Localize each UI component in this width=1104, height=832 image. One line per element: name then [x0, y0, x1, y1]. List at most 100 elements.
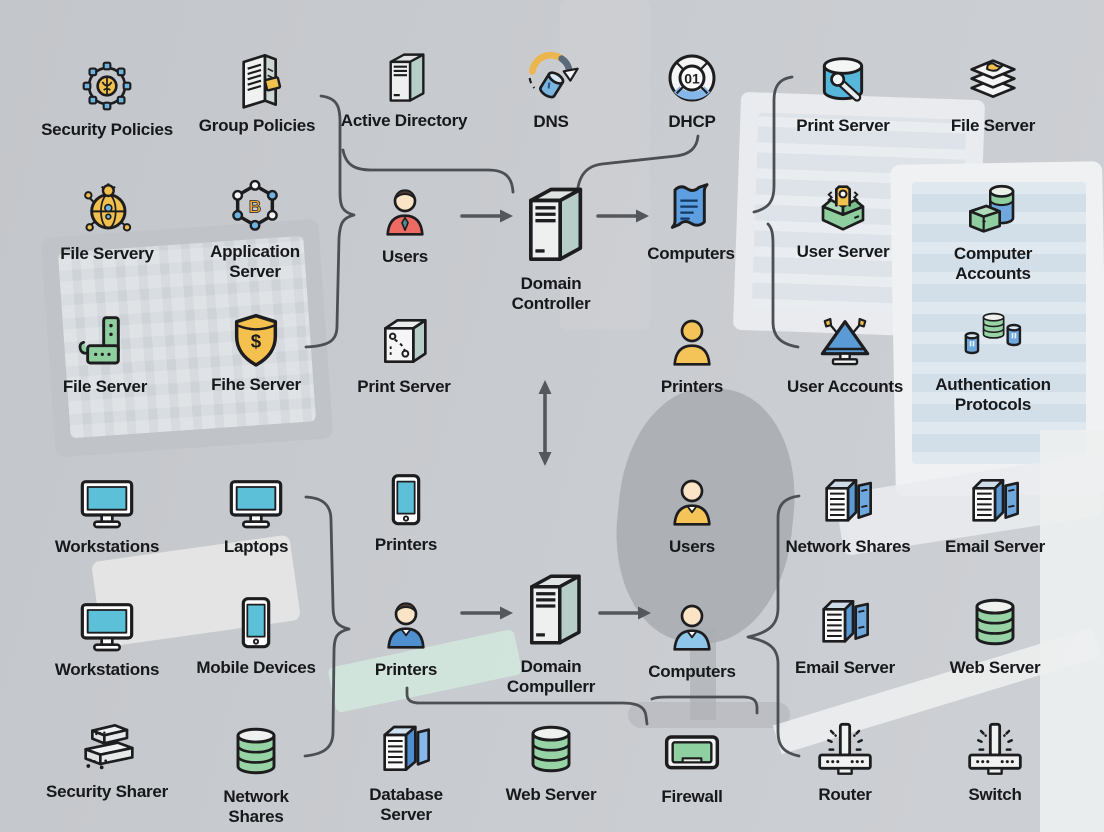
hex-network-icon: B	[223, 176, 287, 240]
node-firewall: Firewall	[597, 721, 787, 807]
node-label: Switch	[968, 785, 1022, 804]
server-tower-icon	[507, 184, 595, 272]
node-label: File Server	[950, 116, 1036, 135]
node-switch: Switch	[900, 719, 1090, 805]
node-label: DHCP	[668, 112, 716, 131]
appliance-stack-icon	[75, 716, 139, 780]
node-label: Database Server	[369, 785, 443, 825]
router-icon	[963, 719, 1027, 783]
cylinder-magnifier-icon	[811, 50, 875, 114]
globe-network-icon	[75, 178, 139, 242]
person-yellow-icon	[660, 311, 724, 375]
rack-pair-icon	[816, 471, 880, 535]
node-label: DNS	[533, 112, 569, 131]
connector-ad-to-dc	[341, 148, 515, 194]
smartphone-icon	[224, 592, 288, 656]
node-email-server-1: Email Server	[900, 471, 1090, 557]
node-label: Fihe Server	[211, 375, 301, 394]
node-label: Users	[668, 537, 715, 556]
auth-cylinders-icon	[961, 309, 1025, 373]
node-label: File Server	[62, 377, 148, 396]
node-computers-1: Computers	[596, 178, 786, 264]
box-cylinder-icon	[961, 178, 1025, 242]
green-db-icon	[519, 719, 583, 783]
node-label: Users	[381, 247, 428, 266]
node-label: Domain Controller	[511, 274, 591, 314]
svg-text:B: B	[249, 197, 262, 217]
node-label: Print Server	[357, 377, 451, 396]
node-active-directory: Active Directory	[309, 51, 499, 131]
server-tower-icon	[509, 571, 593, 655]
server-tower-icon	[375, 51, 433, 109]
rack-pair-icon	[813, 592, 877, 656]
node-label: Printers	[374, 535, 438, 554]
node-label: Network Shares	[785, 537, 911, 556]
node-label: Printers	[660, 377, 724, 396]
scroll-doc-icon	[659, 178, 723, 242]
node-printers-2: Printers	[311, 469, 501, 555]
node-label: Print Server	[796, 116, 890, 135]
cube-path-icon	[372, 311, 436, 375]
box-badge-icon	[811, 176, 875, 240]
node-label: User Server	[796, 242, 890, 261]
node-label: Authentication Protocols	[935, 375, 1051, 415]
triangle-flags-icon	[813, 311, 877, 375]
node-database-server: Database Server	[311, 719, 501, 826]
node-label: File Servery	[60, 244, 154, 263]
db-box-icon	[374, 719, 438, 783]
person-yellow-shirt-icon	[660, 471, 724, 535]
node-network-shares-2: Network Shares	[161, 721, 351, 828]
node-label: Laptops	[223, 537, 289, 556]
node-label: User Accounts	[786, 377, 904, 396]
node-label: Web Server	[505, 785, 597, 804]
green-db-icon	[963, 592, 1027, 656]
person-lightblue-icon	[660, 596, 724, 660]
node-label: Security Policies	[41, 120, 173, 139]
ring-nodes-icon	[75, 54, 139, 118]
svg-text:$: $	[251, 331, 262, 352]
doc-stack-icon	[225, 50, 289, 114]
monitor-icon	[75, 594, 139, 658]
node-label: Workstations	[54, 660, 160, 679]
node-label: Firewall	[661, 787, 723, 806]
node-label: Workstations	[54, 537, 160, 556]
node-label: Computer Accounts	[953, 244, 1033, 284]
arrowhead	[538, 452, 552, 466]
node-label: Mobile Devices	[196, 658, 316, 677]
node-label: Active Directory	[340, 111, 468, 130]
person-red-icon	[373, 181, 437, 245]
node-web-server-1: Web Server	[900, 592, 1090, 678]
node-label: Security Sharer	[46, 782, 168, 801]
node-computer-accounts: Computer Accounts	[898, 178, 1088, 285]
node-users-1: Users	[310, 181, 500, 267]
layer-stack-icon	[961, 50, 1025, 114]
arrowhead	[538, 380, 552, 394]
node-print-server-2: Print Server	[309, 311, 499, 397]
node-label: Network Shares	[223, 787, 289, 827]
node-label: Email Server	[944, 537, 1045, 556]
green-db-icon	[224, 721, 288, 785]
node-label: Computers	[648, 662, 736, 681]
dhcp-ring-icon: 01	[660, 46, 724, 110]
node-security-sharer: Security Sharer	[12, 716, 202, 802]
node-label: Computers	[647, 244, 735, 263]
shield-dollar-icon: $	[224, 309, 288, 373]
firewall-icon	[660, 721, 724, 785]
rack-pair-icon	[963, 471, 1027, 535]
arrowhead	[500, 209, 513, 223]
node-domain-compullerr: Domain Compullerr	[456, 571, 646, 698]
node-file-server-1: File Server	[898, 50, 1088, 136]
node-label: Domain Compullerr	[506, 657, 596, 697]
monitor-icon	[224, 471, 288, 535]
person-blue-icon	[374, 594, 438, 658]
node-label: Email Server	[794, 658, 895, 677]
connector-computers-to-right	[650, 695, 759, 715]
router-icon	[813, 719, 877, 783]
node-web-server-2: Web Server	[456, 719, 646, 805]
green-blocks-icon	[73, 311, 137, 375]
dns-sync-icon	[519, 46, 583, 110]
node-authentication-protocols: Authentication Protocols	[898, 309, 1088, 416]
node-label: Group Policies	[198, 116, 316, 135]
svg-text:01: 01	[684, 70, 700, 86]
